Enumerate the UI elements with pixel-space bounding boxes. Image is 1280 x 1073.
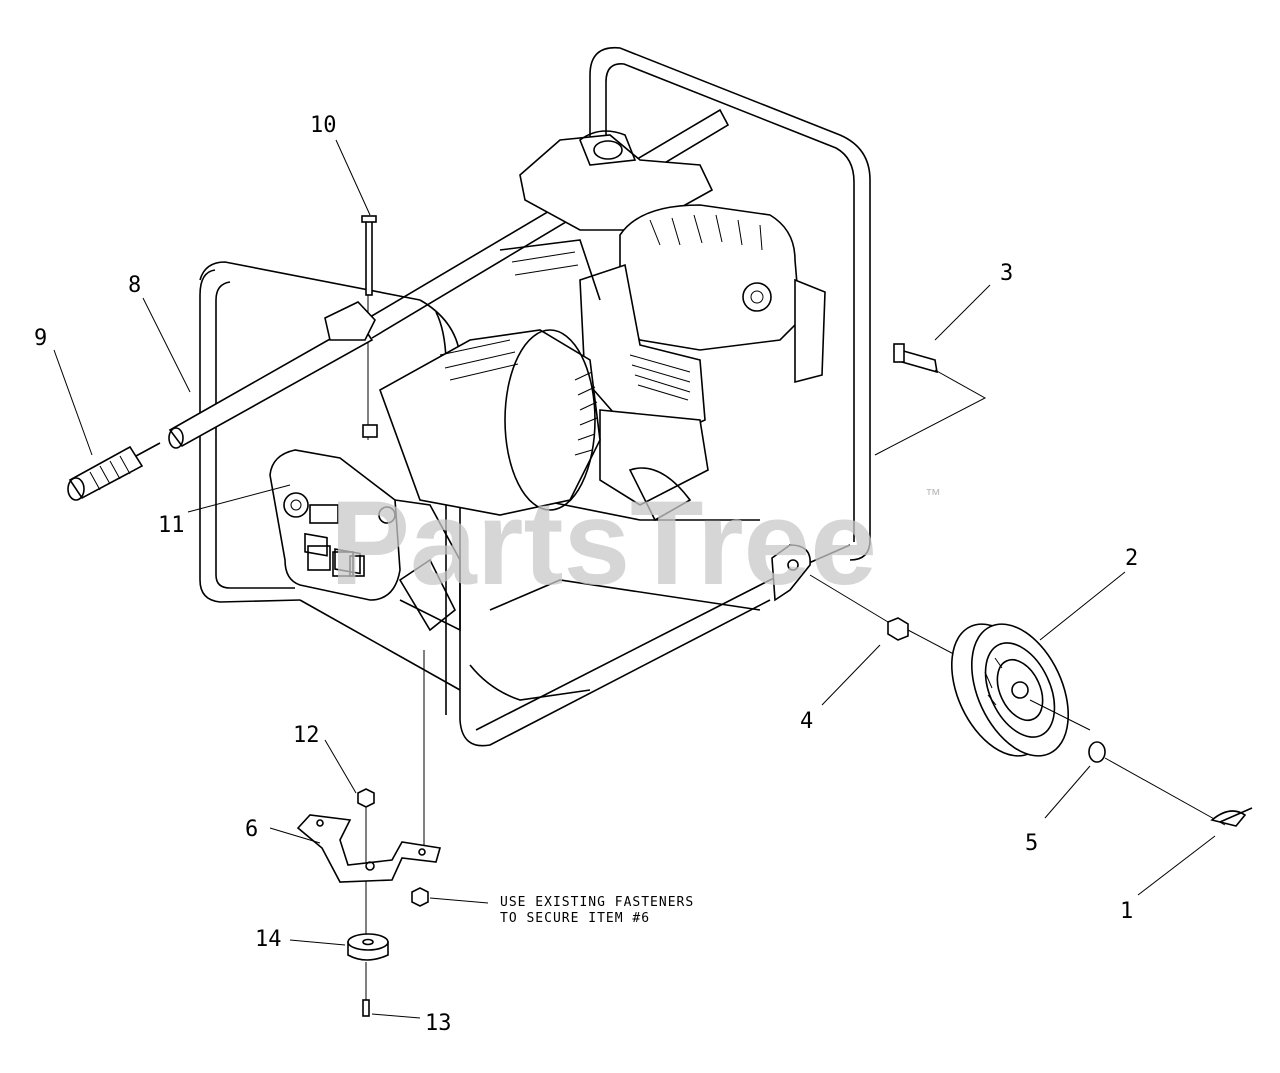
callout-13: 13 [425,1011,452,1036]
part-3-axle-bolt [874,343,987,456]
part-14-rubber-foot [347,933,389,1005]
callout-6: 6 [245,817,258,842]
callout-14: 14 [255,927,282,952]
generator-frame [199,46,871,747]
callout-3: 3 [1000,261,1013,286]
part-6-bracket [296,650,442,883]
callout-2: 2 [1125,546,1138,571]
part-9-grip [67,442,161,501]
callout-1: 1 [1120,899,1133,924]
part-1-clip [1210,807,1253,827]
callout-4: 4 [800,709,813,734]
engine [499,130,826,522]
note-line-1: USE EXISTING FASTENERS [500,895,694,910]
part-2-wheel [950,623,1091,757]
control-panel [269,449,461,632]
note-line-2: TO SECURE ITEM #6 [500,911,650,926]
callout-12: 12 [293,723,320,748]
callout-5: 5 [1025,831,1038,856]
callout-10: 10 [310,113,337,138]
callout-11: 11 [158,513,185,538]
watermark-text: PartsTree [330,476,877,610]
callout-labels: 10 8 9 3 11 2 4 12 5 6 1 14 13 [34,113,1138,1036]
watermark: PartsTree ™ [330,476,941,610]
callout-9: 9 [34,326,47,351]
part-5-washer [1088,741,1226,826]
existing-fastener-nut [411,887,489,907]
watermark-trademark: ™ [925,487,941,504]
part-4-nut [809,574,966,661]
assembly-note: USE EXISTING FASTENERS TO SECURE ITEM #6 [500,895,694,926]
part-8-handle-tube [168,301,376,449]
callout-8: 8 [128,273,141,298]
part-13-screw [362,999,421,1019]
alternator [379,329,601,516]
leader-lines [53,139,1216,946]
